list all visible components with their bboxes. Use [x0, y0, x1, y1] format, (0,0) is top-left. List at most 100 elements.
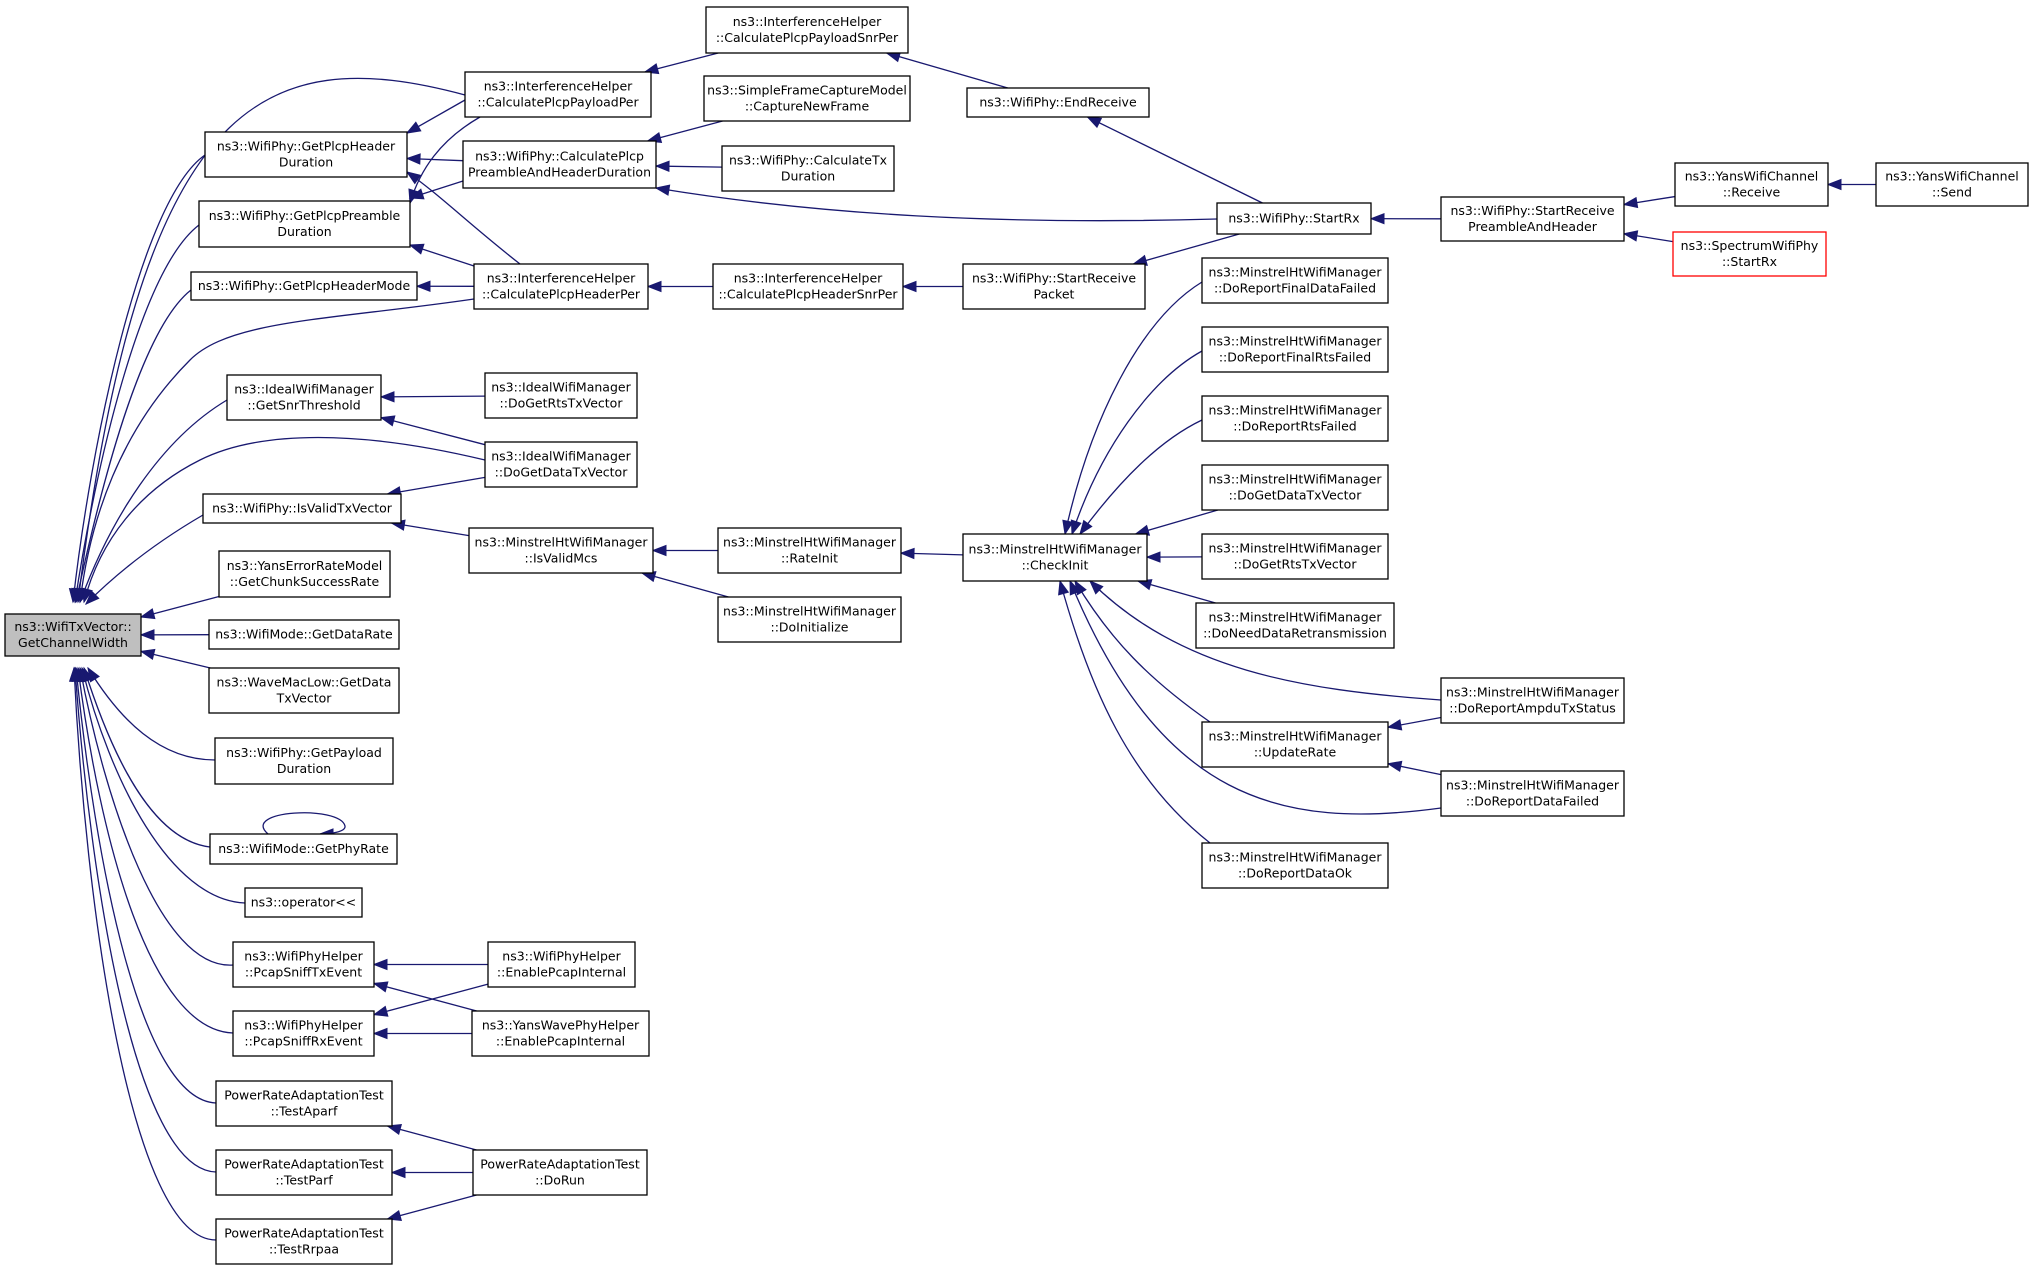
node-label-line: ::TestAparf [271, 1104, 338, 1119]
call-edge [1145, 551, 1203, 563]
node-label-line: ns3::InterferenceHelper [733, 14, 882, 29]
node-idealGetSnrThreshold[interactable]: ns3::IdealWifiManager::GetSnrThreshold [226, 374, 382, 421]
node-minstrelCheckInit[interactable]: ns3::MinstrelHtWifiManager::CheckInit [962, 533, 1148, 582]
node-isValidTxVector[interactable]: ns3::WifiPhy::IsValidTxVector [202, 493, 402, 524]
node-testParf[interactable]: PowerRateAdaptationTest::TestParf [215, 1149, 393, 1196]
node-box [487, 941, 636, 988]
edge-line [1069, 580, 1442, 815]
call-edge [386, 1194, 477, 1222]
node-box [462, 140, 657, 189]
node-minstrelRateInit[interactable]: ns3::MinstrelHtWifiManager::RateInit [717, 527, 902, 574]
edge-line [87, 667, 216, 761]
node-box [232, 941, 375, 988]
node-label-line: ::GetChunkSuccessRate [230, 574, 380, 589]
node-label-line: ::EnablePcapInternal [496, 1034, 625, 1049]
call-edge [901, 280, 963, 293]
node-pcapSniffRxEvent[interactable]: ns3::WifiPhyHelper::PcapSniffRxEvent [232, 1010, 375, 1057]
call-edges [68, 51, 1876, 1241]
node-getPlcpHeaderMode[interactable]: ns3::WifiPhy::GetPlcpHeaderMode [190, 271, 418, 301]
node-pcapSniffTxEvent[interactable]: ns3::WifiPhyHelper::PcapSniffTxEvent [232, 941, 375, 988]
node-idealDoGetDataTxVector[interactable]: ns3::IdealWifiManager::DoGetDataTxVector [484, 441, 638, 488]
node-minstrelIsValidMcs[interactable]: ns3::MinstrelHtWifiManager::IsValidMcs [468, 527, 654, 574]
node-box [705, 6, 909, 54]
node-startReceivePreambleAndHeader[interactable]: ns3::WifiPhy::StartReceivePreambleAndHea… [1440, 196, 1625, 242]
call-edge [1069, 579, 1442, 815]
edge-arrowhead [408, 243, 425, 255]
node-enablePcapInternalWifi[interactable]: ns3::WifiPhyHelper::EnablePcapInternal [487, 941, 636, 988]
node-label-line: ::CalculatePlcpHeaderSnrPer [718, 287, 898, 302]
node-idealDoGetRtsTxVector[interactable]: ns3::IdealWifiManager::DoGetRtsTxVector [484, 372, 638, 419]
node-testRrpaa[interactable]: PowerRateAdaptationTest::TestRrpaa [215, 1218, 393, 1265]
edge-arrowhead [654, 160, 670, 172]
edge-arrowhead [139, 629, 155, 641]
node-box [962, 263, 1146, 310]
node-box [471, 1010, 650, 1057]
node-powerDoRun[interactable]: PowerRateAdaptationTest::DoRun [472, 1149, 648, 1196]
node-startRx[interactable]: ns3::WifiPhy::StartRx [1216, 202, 1372, 235]
node-mUpdateRate[interactable]: ns3::MinstrelHtWifiManager::UpdateRate [1201, 721, 1389, 768]
node-yansChannelSend[interactable]: ns3::YansWifiChannel::Send [1875, 162, 2029, 207]
node-operatorShl[interactable]: ns3::operator<< [244, 887, 363, 918]
node-calcPlcpPreambleAndHeaderDuration[interactable]: ns3::WifiPhy::CalculatePlcpPreambleAndHe… [462, 140, 657, 189]
node-mDoReportFinalDataFailed[interactable]: ns3::MinstrelHtWifiManager::DoReportFina… [1201, 257, 1389, 304]
edge-arrowhead [408, 188, 425, 200]
node-mDoReportDataOk[interactable]: ns3::MinstrelHtWifiManager::DoReportData… [1201, 842, 1389, 889]
node-label-line: ns3::WifiTxVector:: [14, 619, 131, 634]
node-endReceive[interactable]: ns3::WifiPhy::EndReceive [966, 87, 1150, 118]
node-spectrumStartRx[interactable]: ns3::SpectrumWifiPhy::StartRx [1672, 231, 1827, 277]
edge-arrowhead [1386, 760, 1403, 773]
call-edge [640, 571, 729, 598]
node-box [1201, 533, 1389, 580]
node-mDoReportRtsFailed[interactable]: ns3::MinstrelHtWifiManager::DoReportRtsF… [1201, 395, 1389, 442]
node-label-line: ns3::SpectrumWifiPhy [1681, 238, 1819, 253]
edge-arrowhead [139, 608, 156, 620]
edge-line [1087, 116, 1263, 204]
node-box [1201, 464, 1389, 511]
call-edge [71, 224, 200, 604]
node-label-line: ::CalculatePlcpPayloadPer [477, 95, 639, 110]
node-yansChannelReceive[interactable]: ns3::YansWifiChannel::Receive [1674, 162, 1829, 207]
node-root[interactable]: ns3::WifiTxVector::GetChannelWidth [4, 613, 142, 657]
node-label-line: PowerRateAdaptationTest [224, 1088, 384, 1103]
edge-arrowhead [390, 1166, 406, 1179]
edge-arrowhead [651, 544, 667, 557]
node-label-line: ns3::YansWifiChannel [1685, 169, 1819, 184]
node-calcPlcpPayloadSnrPer[interactable]: ns3::InterferenceHelper::CalculatePlcpPa… [705, 6, 909, 54]
edge-arrowhead [379, 415, 396, 427]
node-label-line: ns3::MinstrelHtWifiManager [723, 604, 897, 619]
node-enablePcapInternalWave[interactable]: ns3::YansWavePhyHelper::EnablePcapIntern… [471, 1010, 650, 1057]
node-calcPlcpHeaderSnrPer[interactable]: ns3::InterferenceHelper::CalculatePlcpHe… [712, 263, 904, 310]
node-box [472, 1149, 648, 1196]
node-mDoReportAmpduTxStatus[interactable]: ns3::MinstrelHtWifiManager::DoReportAmpd… [1440, 677, 1625, 724]
node-mDoGetRtsTxVector[interactable]: ns3::MinstrelHtWifiManager::DoGetRtsTxVe… [1201, 533, 1389, 580]
node-label-line: Duration [277, 224, 331, 239]
node-calcPlcpPayloadPer[interactable]: ns3::InterferenceHelper::CalculatePlcpPa… [464, 71, 652, 118]
edge-line [655, 187, 1218, 222]
node-waveGetDataTxVector[interactable]: ns3::WaveMacLow::GetDataTxVector [208, 667, 400, 714]
edge-arrowhead [372, 958, 388, 971]
node-mDoReportDataFailed[interactable]: ns3::MinstrelHtWifiManager::DoReportData… [1440, 770, 1625, 817]
node-minstrelDoInitialize[interactable]: ns3::MinstrelHtWifiManager::DoInitialize [717, 596, 902, 643]
node-label-line: ns3::MinstrelHtWifiManager [969, 542, 1143, 557]
node-modeGetPhyRate[interactable]: ns3::WifiMode::GetPhyRate [209, 833, 398, 865]
node-mDoNeedDataRetransmission[interactable]: ns3::MinstrelHtWifiManager::DoNeedDataRe… [1195, 602, 1395, 649]
node-simpleCaptureNewFrame[interactable]: ns3::SimpleFrameCaptureModel::CaptureNew… [703, 75, 911, 122]
node-mDoGetDataTxVector[interactable]: ns3::MinstrelHtWifiManager::DoGetDataTxV… [1201, 464, 1389, 511]
node-label-line: ns3::MinstrelHtWifiManager [1446, 778, 1620, 793]
node-modeGetDataRate[interactable]: ns3::WifiMode::GetDataRate [208, 619, 400, 650]
node-testAparf[interactable]: PowerRateAdaptationTest::TestAparf [215, 1080, 393, 1127]
edge-line [380, 395, 486, 398]
node-box [484, 441, 638, 488]
node-calcPlcpHeaderPer[interactable]: ns3::InterferenceHelper::CalculatePlcpHe… [473, 263, 649, 310]
edge-line [77, 667, 234, 1034]
node-mDoReportFinalRtsFailed[interactable]: ns3::MinstrelHtWifiManager::DoReportFina… [1201, 326, 1389, 373]
edge-arrowhead [1145, 551, 1161, 563]
node-yansGetChunkSuccessRate[interactable]: ns3::YansErrorRateModel::GetChunkSuccess… [218, 550, 391, 598]
node-label-line: Duration [781, 169, 835, 184]
call-edge [643, 52, 719, 75]
